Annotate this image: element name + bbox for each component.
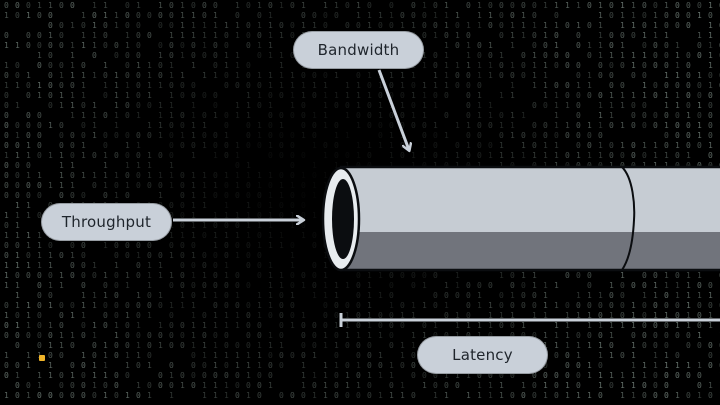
pipe-body-light (340, 167, 720, 232)
latency-label: Latency (417, 336, 548, 374)
bandwidth-label: Bandwidth (293, 31, 424, 69)
pipe-body-dark (340, 232, 720, 270)
throughput-label: Throughput (41, 203, 172, 241)
pipe (321, 165, 720, 272)
latency-measure (339, 313, 720, 327)
marker-dot (39, 355, 45, 361)
pipe-opening-hole (332, 179, 354, 259)
pipe-joint (621, 166, 636, 271)
bandwidth-arrow (377, 69, 409, 150)
